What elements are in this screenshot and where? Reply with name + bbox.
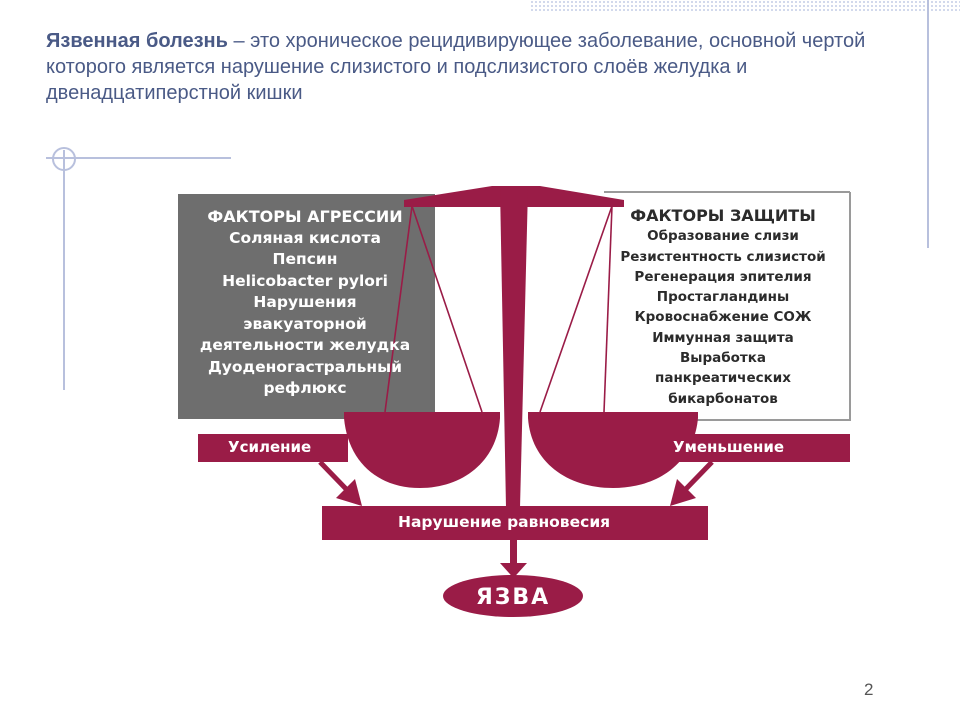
aggression-item: Helicobacter pylori [222, 271, 388, 290]
aggression-item: рефлюкс [263, 379, 347, 397]
aggression-item: Дуоденогастральный [208, 357, 402, 376]
protection-item: Образование слизи [647, 228, 799, 245]
scales-post [500, 188, 528, 508]
protection-item: Простагландины [656, 289, 790, 306]
page-number: 2 [864, 680, 874, 699]
decorative-horizontal-rule [46, 157, 231, 159]
slide-heading: Язвенная болезнь – это хроническое рецид… [46, 28, 906, 106]
protection-factors: ФАКТОРЫ ЗАЩИТЫ Образование слизи Резисте… [604, 206, 842, 409]
ulcer-label: ЯЗВА [476, 585, 550, 610]
protection-item: панкреатических [655, 370, 791, 387]
decorative-vertical-rule-left [63, 150, 65, 390]
left-pan [344, 412, 500, 488]
aggression-item: Нарушения [253, 293, 357, 311]
imbalance-label: Нарушение равновесия [398, 513, 611, 531]
aggression-panel [178, 194, 435, 419]
ulcer-ellipse [443, 575, 583, 617]
arrow-down [500, 540, 527, 578]
protection-item: Регенерация эпителия [634, 268, 812, 285]
protection-title: ФАКТОРЫ ЗАЩИТЫ [630, 206, 816, 225]
aggression-title: ФАКТОРЫ АГРЕССИИ [207, 207, 403, 226]
protection-item: Иммунная защита [652, 329, 794, 346]
decorative-vertical-rule-right [927, 0, 929, 248]
increase-bar [198, 434, 348, 462]
scales-strings [384, 205, 613, 413]
heading-definition: – это хроническое рецидивирующее заболев… [46, 30, 866, 104]
protection-item: Выработка [679, 350, 767, 367]
heading-term: Язвенная болезнь [46, 30, 228, 52]
right-pan [528, 412, 698, 488]
increase-label: Усиление [228, 438, 312, 456]
aggression-factors: ФАКТОРЫ АГРЕССИИ Соляная кислота Пепсин … [180, 206, 430, 400]
aggression-item: деятельности желудка [199, 336, 411, 354]
aggression-item: эвакуаторной [243, 314, 367, 333]
arrow-right [670, 460, 714, 506]
decorative-dot-pattern [530, 0, 960, 12]
arrow-left [318, 460, 362, 506]
imbalance-bar [322, 506, 708, 540]
decorative-circle-icon [52, 147, 76, 171]
decrease-label: Уменьшение [673, 438, 784, 456]
decrease-bar [672, 434, 850, 462]
protection-item: Резистентность слизистой [620, 248, 826, 265]
aggression-item: Соляная кислота [229, 228, 381, 247]
aggression-item: Пепсин [272, 250, 338, 268]
protection-item: Кровоснабжение СОЖ [634, 309, 812, 326]
protection-item: бикарбонатов [668, 390, 778, 407]
